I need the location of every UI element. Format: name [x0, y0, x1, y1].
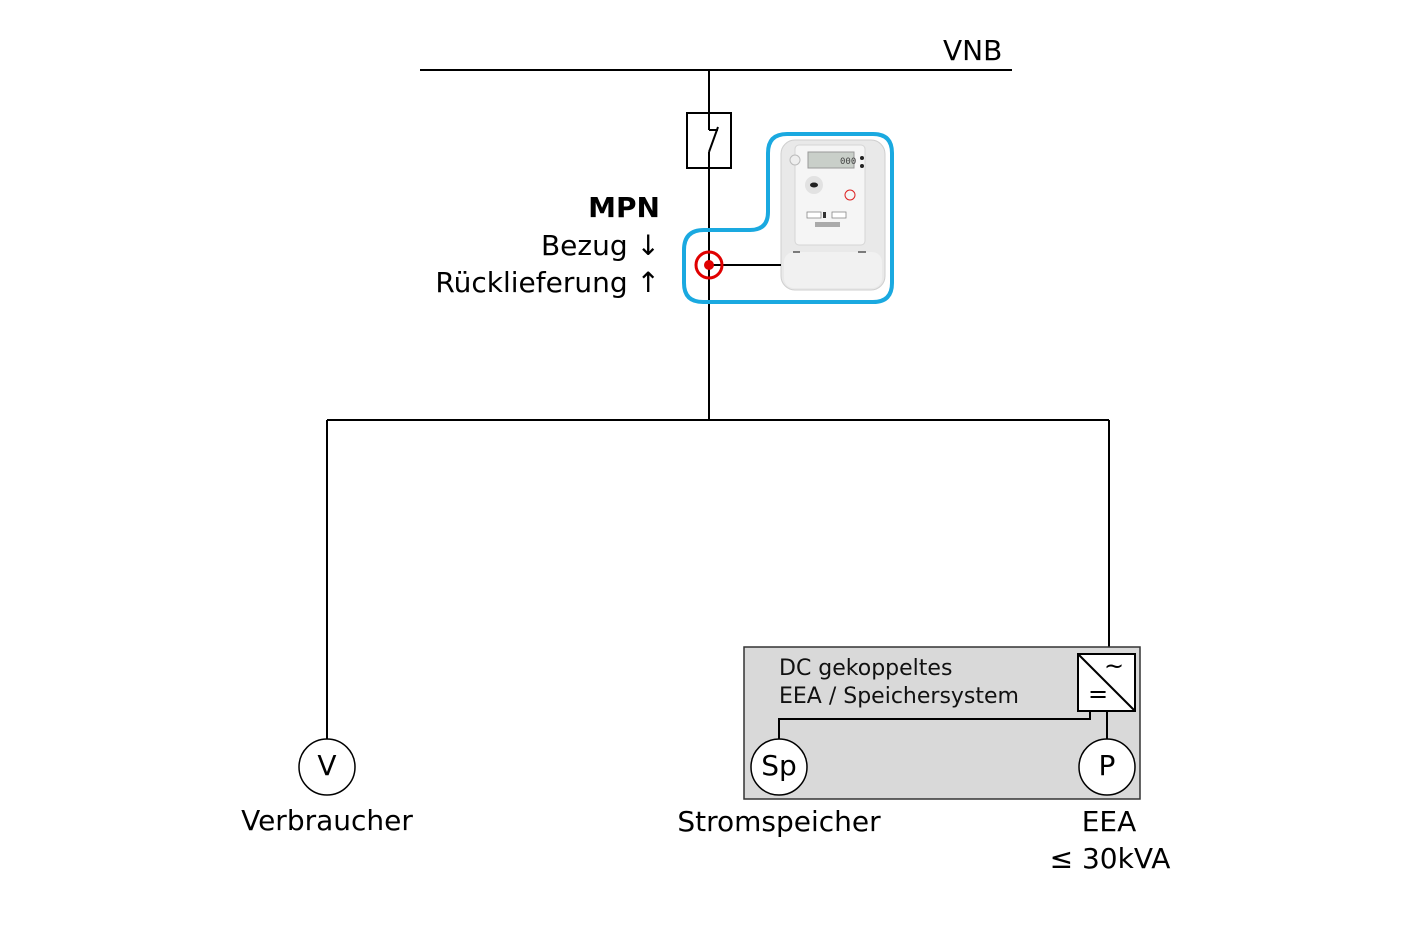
- arrow-down-icon: ↓: [636, 229, 660, 262]
- import-label-row: Bezug ↓: [541, 229, 660, 262]
- dc-system-title-line1: DC gekoppeltes: [779, 656, 953, 681]
- dc-system-title-line2: EEA / Speichersystem: [779, 684, 1019, 709]
- ac-symbol: ~: [1104, 652, 1125, 680]
- consumer-symbol: [298, 738, 356, 796]
- generator-limit: ≤ 30kVA: [1049, 842, 1171, 875]
- generator-symbol-letter: P: [1098, 749, 1116, 782]
- arrow-up-icon: ↑: [636, 266, 660, 299]
- smart-meter-icon: 000: [780, 139, 886, 291]
- measurement-point-icon: [694, 250, 724, 280]
- generator-label: EEA: [1081, 805, 1137, 838]
- import-label: Bezug: [540, 229, 628, 262]
- consumer-label: Verbraucher: [241, 804, 413, 837]
- export-label: Rücklieferung: [435, 266, 628, 299]
- export-label-row: Rücklieferung ↑: [435, 266, 660, 299]
- dc-symbol: =: [1088, 680, 1109, 708]
- circuit-breaker-icon: [686, 112, 732, 169]
- generator-symbol: [1078, 738, 1136, 796]
- dc-system-box: [743, 646, 1141, 800]
- storage-symbol: [750, 738, 808, 796]
- grid-operator-label: VNB: [943, 34, 1003, 67]
- storage-symbol-letter: Sp: [761, 749, 797, 782]
- inverter-icon: [1077, 653, 1136, 712]
- meter-highlight-outline: [682, 132, 894, 304]
- consumer-symbol-letter: V: [317, 749, 337, 782]
- storage-label: Stromspeicher: [677, 805, 881, 838]
- dc-link-line: [778, 711, 1091, 739]
- svg-text:000: 000: [840, 157, 856, 167]
- meter-point-title: MPN: [588, 191, 660, 224]
